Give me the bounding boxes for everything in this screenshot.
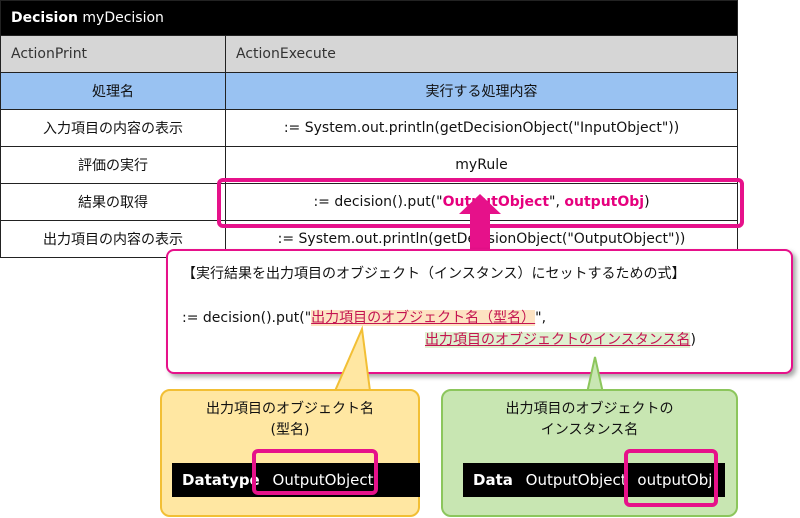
action-print: ActionPrint (0, 35, 226, 73)
data-type: OutputObject (525, 471, 627, 489)
data-code-bar: Data OutputObject outputObj (463, 463, 725, 497)
type-bubble-pointer (333, 325, 372, 393)
callout-title: 【実行結果を出力項目のオブジェクト（インスタンス）にセットするための式】 (182, 266, 686, 282)
row-content: := System.out.println(getDecisionObject(… (224, 109, 739, 147)
type-bubble-caption: 出力項目のオブジェクト名 (型名) (162, 391, 418, 441)
put-instance-name: outputObj (564, 194, 645, 210)
table-row: 評価の実行 myRule (0, 146, 739, 184)
title-name: myDecision (82, 10, 164, 26)
put-suffix: ) (644, 194, 650, 210)
row-name: 結果の取得 (0, 183, 226, 221)
table-title: Decision myDecision (0, 0, 739, 36)
datatype-value: OutputObject (272, 471, 374, 489)
data-keyword: Data (473, 471, 513, 489)
caption-line: インスタンス名 (540, 422, 639, 438)
instance-highlight (624, 449, 718, 507)
table-row: 入力項目の内容の表示 := System.out.println(getDeci… (0, 109, 739, 147)
put-prefix: := decision().put(" (313, 194, 443, 210)
caption-line: (型名) (270, 422, 310, 438)
header-row: 処理名 実行する処理内容 (0, 72, 739, 110)
formula-callout: 【実行結果を出力項目のオブジェクト（インスタンス）にセットするための式】 := … (166, 249, 793, 374)
table-title-row: Decision myDecision (0, 0, 739, 36)
title-keyword: Decision (11, 10, 78, 26)
put-separator: ", (549, 194, 565, 210)
header-process-name: 処理名 (0, 72, 226, 110)
callout-line2: 出力項目のオブジェクトのインスタンス名) (182, 329, 777, 351)
actions-row: ActionPrint ActionExecute (0, 35, 739, 73)
datatype-highlight (252, 449, 378, 495)
header-process-content: 実行する処理内容 (224, 72, 739, 110)
caption-line: 出力項目のオブジェクトの (505, 401, 674, 417)
instance-bubble-caption: 出力項目のオブジェクトの インスタンス名 (443, 391, 736, 441)
callout-put-prefix: := decision().put(" (182, 310, 312, 326)
caption-line: 出力項目のオブジェクト名 (206, 401, 374, 417)
data-value: outputObj (637, 471, 713, 489)
row-content: myRule (224, 146, 739, 184)
callout-separator: ", (535, 310, 547, 326)
datatype-keyword: Datatype (182, 471, 260, 489)
row-name: 入力項目の内容の表示 (0, 109, 226, 147)
callout-object-name: 出力項目のオブジェクト名（型名） (311, 310, 536, 326)
callout-instance-name: 出力項目のオブジェクトのインスタンス名 (425, 332, 691, 348)
instance-name-bubble: 出力項目のオブジェクトの インスタンス名 Data OutputObject o… (441, 389, 738, 517)
callout-line1: := decision().put("出力項目のオブジェクト名（型名）", (182, 307, 777, 329)
row-name: 評価の実行 (0, 146, 226, 184)
type-name-bubble: 出力項目のオブジェクト名 (型名) Datatype OutputObject (160, 389, 420, 517)
callout-close: ) (690, 332, 696, 348)
up-arrow (459, 194, 501, 250)
action-execute: ActionExecute (224, 35, 739, 73)
